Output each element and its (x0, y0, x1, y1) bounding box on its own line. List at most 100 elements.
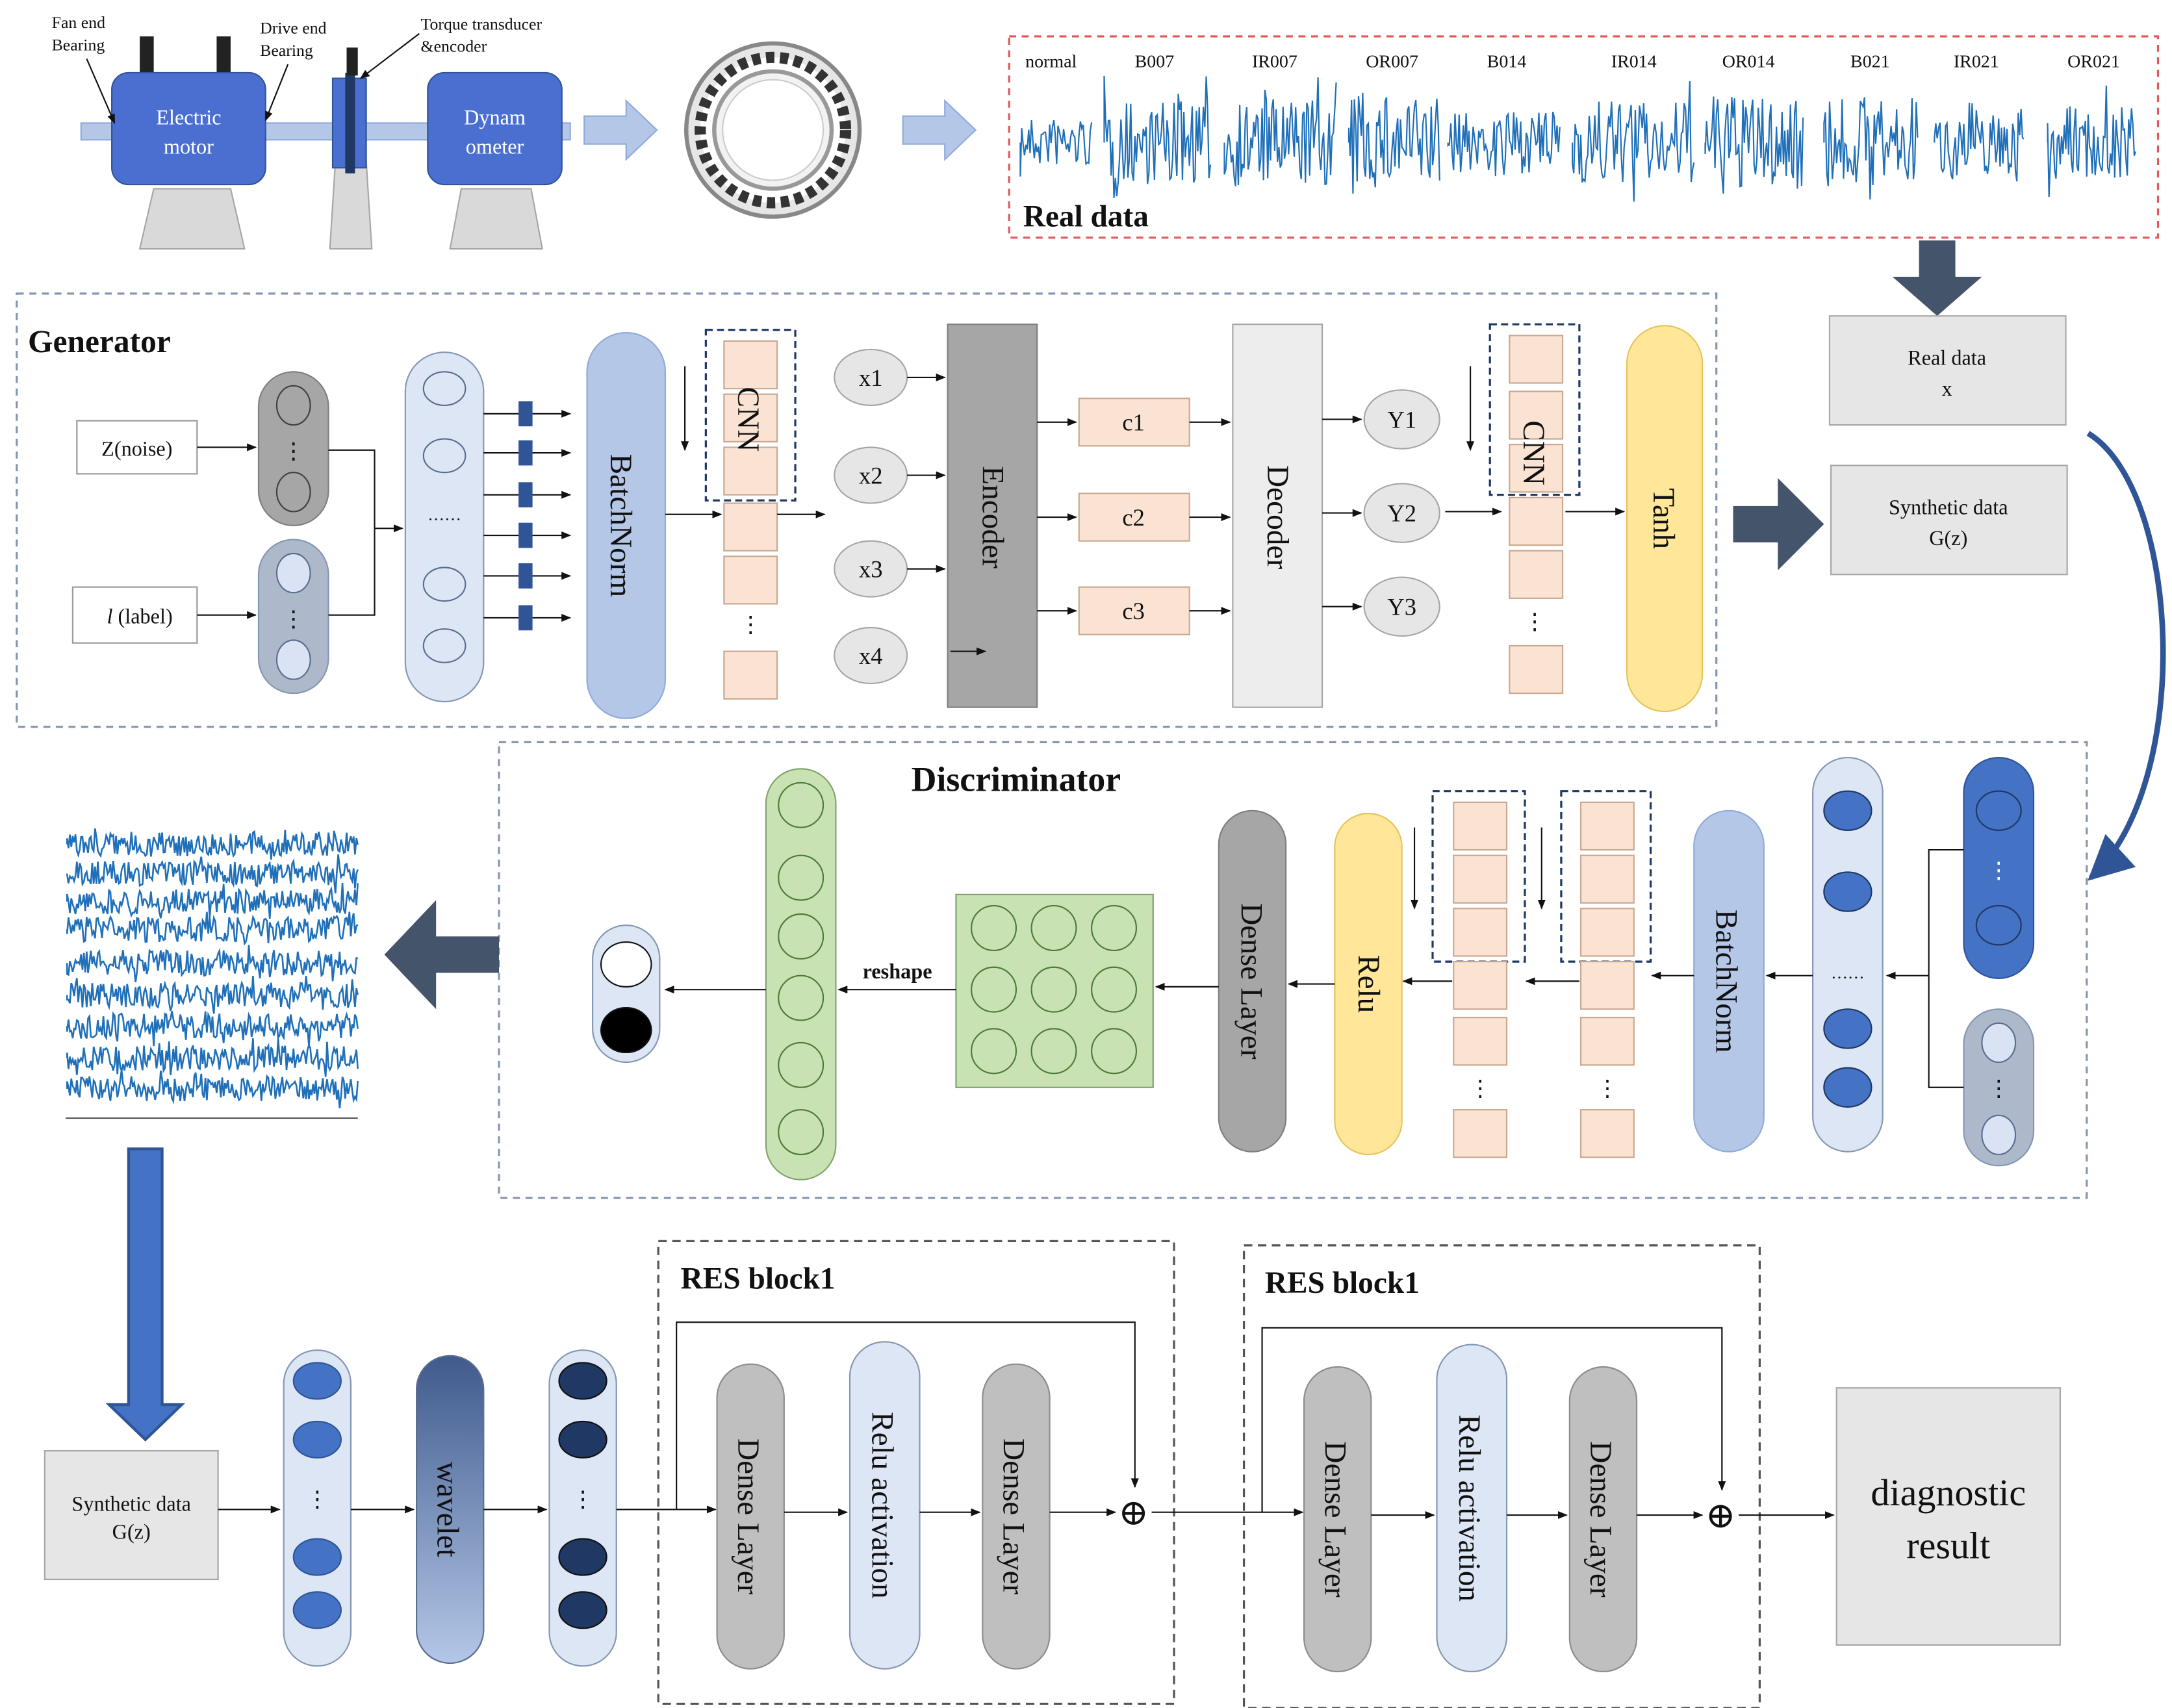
arrow-down-synthetic (105, 1147, 185, 1442)
disc-flat-node-2 (778, 854, 824, 901)
label-dots: ⋮ (283, 607, 305, 631)
x-node-4 (834, 626, 908, 685)
noise-embedding (257, 371, 329, 527)
tanh-label: Tanh (1646, 488, 1680, 549)
gen-dense-node-2 (422, 438, 466, 474)
generated-trace-2 (66, 854, 359, 894)
disc-relu-label: Relu (1351, 955, 1385, 1013)
diagnosis-pipeline: Synthetic data G(z) ⋮ wavelet ⋮ RES bloc… (44, 1240, 2061, 1708)
disc-grid-node-5 (1030, 966, 1077, 1013)
disc-grid-nodes (971, 905, 1138, 1075)
disc-input-node-1 (1823, 790, 1872, 832)
disc-input-node-2 (1823, 871, 1872, 912)
drive-end-label-2: Bearing (260, 41, 313, 60)
disc-output-fake (600, 1007, 652, 1054)
class-label-ir021: IR021 (1954, 51, 1999, 71)
gen-projection-units (483, 401, 572, 631)
bearing-image (684, 41, 862, 219)
disc-reshape-label: reshape (863, 960, 932, 983)
generated-trace-1 (66, 828, 359, 860)
gen-cnn2-cell-3 (1509, 444, 1564, 493)
res2-skip (1261, 1327, 1726, 1512)
synthetic-data-box-label-2: G(z) (1929, 526, 1967, 550)
gen-dense-ellipsis: …… (428, 505, 461, 524)
signal-b007 (1103, 75, 1212, 198)
signal-ir007 (1223, 77, 1337, 186)
disc-flat-nodes (778, 782, 824, 1156)
class-label-b014: B014 (1487, 51, 1527, 71)
gen-dense-nodes (422, 371, 466, 663)
disc-cnn-b-cell-2 (1453, 854, 1508, 904)
signal-normal (1019, 120, 1093, 177)
disc-label-dots: ⋮ (1987, 1077, 2010, 1101)
disc-flat-node-3 (778, 913, 824, 960)
pipe-input-node-1 (292, 1362, 342, 1400)
y-node-3 (1363, 576, 1440, 637)
disc-dense-label: Dense Layer (1234, 903, 1268, 1060)
x-node-label-4: x4 (859, 643, 883, 669)
res2-dense-2 (1568, 1366, 1638, 1673)
disc-grid-node-9 (1091, 1028, 1138, 1075)
res2-relu-label: Relu activation (1452, 1414, 1486, 1601)
gen-cnn-window (704, 329, 797, 502)
gen-cnn2-last-cell-1 (1509, 644, 1564, 695)
fan-end-label-2: Bearing (52, 36, 105, 55)
res2-relu (1436, 1344, 1508, 1673)
arrow-bench-to-bearing (583, 99, 658, 161)
gen-cnn-feature-stack (723, 340, 778, 700)
disc-cnn-b-cell-5 (1453, 1017, 1508, 1066)
torque-core (345, 72, 355, 173)
wavelet-label: wavelet (430, 1462, 464, 1557)
class-label-or021: OR021 (2067, 51, 2120, 71)
discriminator-section: Discriminator ⋮ ⋮ …… BatchNorm ⋮ ⋮ Relu (498, 741, 2088, 1199)
discriminator-frame (498, 741, 2088, 1199)
y-node-label-2: Y2 (1387, 500, 1416, 527)
real-data-box-label-2: x (1942, 377, 1952, 400)
res2-sum: ⊕ (1706, 1496, 1736, 1536)
disc-dense (1218, 809, 1287, 1153)
fan-end-label-1: Fan end (52, 13, 105, 32)
diagnostic-result-label-1: diagnostic (1871, 1472, 2026, 1514)
gen-cnn2-cell-4 (1509, 496, 1564, 546)
res1-relu-label: Relu activation (865, 1412, 899, 1599)
label-node-1 (275, 552, 311, 594)
class-label-ir007: IR007 (1252, 51, 1297, 71)
res1-dense-1-label: Dense Layer (731, 1438, 765, 1595)
disc-flat-node-5 (778, 1041, 824, 1088)
generator-title: Generator (28, 324, 171, 359)
signal-or014 (1704, 96, 1804, 194)
disc-cnn-a-cell-1 (1579, 801, 1635, 851)
disc-merge-bottom (1928, 975, 1964, 1088)
pipe-input-node-4 (292, 1591, 342, 1629)
generator-frame (16, 292, 1718, 728)
disc-dense-input (1812, 756, 1884, 1153)
gen-cnn-cell-3 (723, 446, 778, 496)
generated-trace-7 (66, 1011, 359, 1047)
disc-flat-node-1 (778, 782, 824, 828)
synthetic-data-box (1830, 465, 2068, 576)
fan-end-pointer (86, 58, 116, 124)
gen-cnn-cell-2 (723, 393, 778, 442)
res1-sum: ⊕ (1118, 1493, 1149, 1533)
motor-label-2: motor (164, 135, 214, 159)
gen-proj-unit-1 (518, 401, 533, 427)
res1-skip (676, 1321, 1139, 1510)
c-node-2 (1078, 492, 1190, 542)
gen-cnn2-window (1488, 323, 1581, 496)
pipe-input-node-3 (292, 1538, 342, 1576)
res2-dense-2-label: Dense Layer (1583, 1441, 1617, 1598)
label-node-2 (275, 639, 311, 680)
motor-label-1: Electric (156, 106, 221, 129)
noise-node-2 (275, 472, 311, 513)
generated-trace-6 (66, 975, 359, 1014)
x-node-label-1: x1 (859, 364, 883, 391)
decoder-label: Decoder (1260, 465, 1294, 569)
gen-dense-layer (404, 351, 485, 703)
c-node-label-2: c2 (1122, 504, 1145, 531)
disc-cnn-b-cell-4 (1453, 961, 1508, 1010)
noise-dots: ⋮ (283, 439, 305, 464)
real-data-box-label-1: Real data (1908, 346, 1986, 370)
arrow-to-generated-signals (384, 900, 499, 1010)
